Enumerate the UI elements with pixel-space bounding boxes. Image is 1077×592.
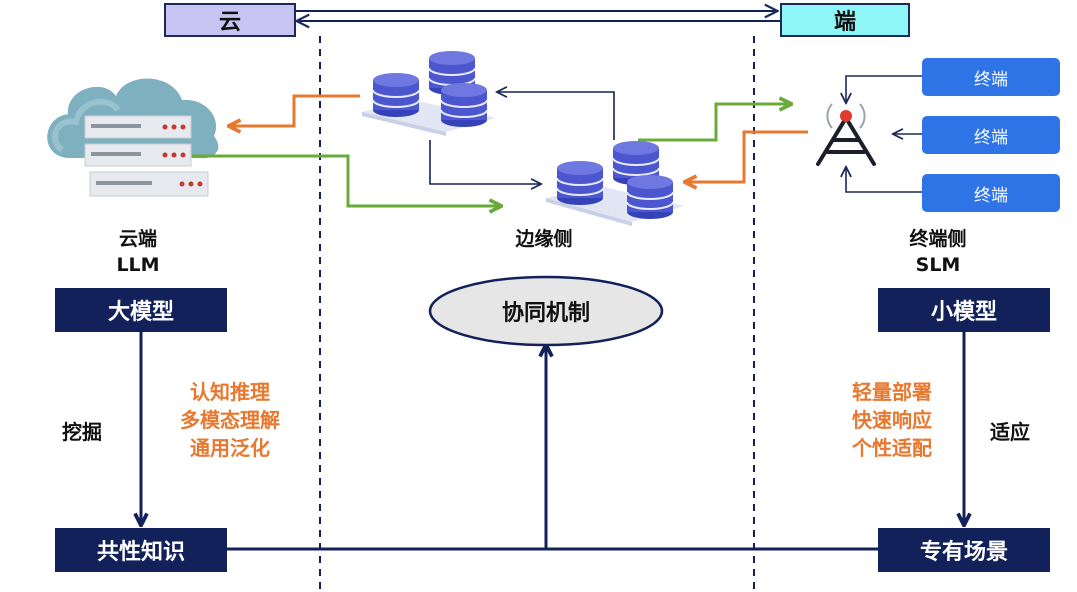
device-capabilities: 轻量部署 快速响应 个性适配 xyxy=(830,378,954,462)
cloud-title: 云端 xyxy=(118,228,157,250)
common-knowledge-box: 共性知识 xyxy=(55,528,227,572)
terminal-label: 终端 xyxy=(974,69,1008,90)
arrow-terminal-1 xyxy=(846,75,922,102)
adapt-label: 适应 xyxy=(990,420,1030,444)
small-model-label: 小模型 xyxy=(930,300,997,325)
cloud-capabilities: 认知推理 多模态理解 通用泛化 xyxy=(160,378,300,462)
capability-item: 通用泛化 xyxy=(190,436,270,460)
mining-label: 挖掘 xyxy=(62,420,102,444)
cloud-header: 云 xyxy=(164,3,296,37)
mechanism-label: 协同机制 xyxy=(501,301,590,326)
arrow-device-to-edge xyxy=(686,130,808,182)
capability-item: 快速响应 xyxy=(852,408,932,432)
terminal-box-3: 终端 xyxy=(922,174,1060,212)
mechanism-ellipse xyxy=(428,275,664,347)
arrow-edge-sync-down xyxy=(429,140,540,184)
special-scene-box: 专有场景 xyxy=(878,528,1050,572)
device-title: 终端侧 xyxy=(909,228,967,250)
device-label: 终端侧 SLM xyxy=(888,226,988,278)
cloud-header-label: 云 xyxy=(218,10,241,35)
arrow-terminal-3 xyxy=(846,168,922,193)
cloud-server-icon xyxy=(47,78,219,197)
capability-item: 多模态理解 xyxy=(180,408,280,432)
edge-database-cluster-top xyxy=(362,50,496,136)
edge-database-cluster-bottom xyxy=(546,140,684,226)
cloud-label: 云端 LLM xyxy=(88,226,188,278)
terminal-label: 终端 xyxy=(974,127,1008,148)
common-knowledge-label: 共性知识 xyxy=(96,540,185,565)
terminal-label: 终端 xyxy=(974,185,1008,206)
capability-item: 认知推理 xyxy=(190,380,270,404)
cloud-subtitle: LLM xyxy=(116,254,160,276)
edge-title: 边缘侧 xyxy=(515,228,573,250)
capability-item: 个性适配 xyxy=(852,436,932,460)
signal-tower-icon xyxy=(816,103,876,166)
large-model-label: 大模型 xyxy=(107,300,174,325)
arrow-edge-to-cloud xyxy=(230,94,360,126)
device-header-label: 端 xyxy=(833,10,856,35)
device-subtitle: SLM xyxy=(915,254,961,276)
device-header: 端 xyxy=(780,3,910,37)
terminal-box-1: 终端 xyxy=(922,58,1060,96)
small-model-box: 小模型 xyxy=(878,288,1050,332)
arrow-edge-sync-up xyxy=(498,92,615,140)
arrow-cloud-to-edge xyxy=(192,154,500,206)
special-scene-label: 专有场景 xyxy=(919,540,1008,565)
capability-item: 轻量部署 xyxy=(852,380,932,404)
arrow-edge-to-device xyxy=(638,104,790,142)
large-model-box: 大模型 xyxy=(55,288,227,332)
terminal-box-2: 终端 xyxy=(922,116,1060,154)
